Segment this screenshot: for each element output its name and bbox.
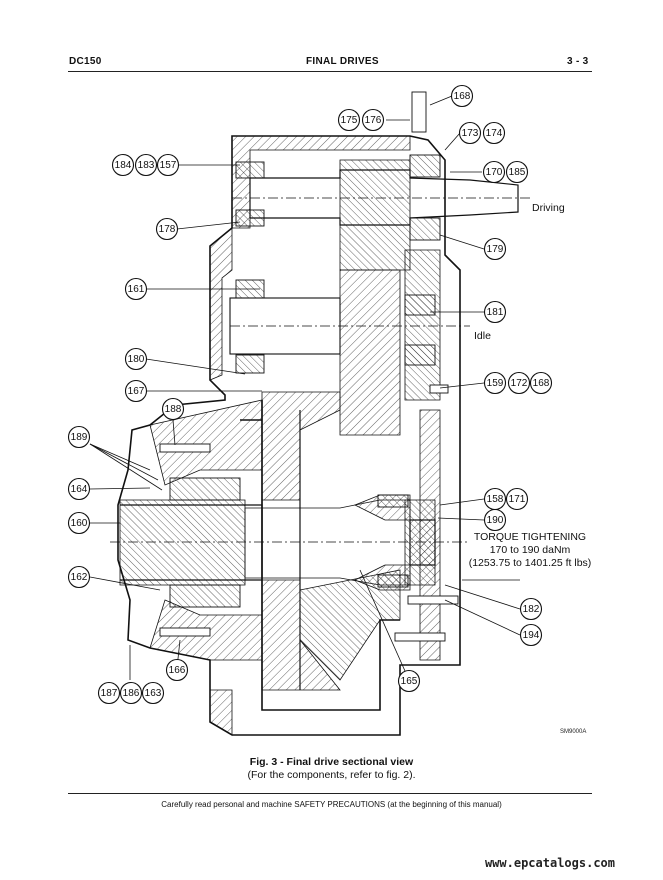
safety-footer: Carefully read personal and machine SAFE… (161, 800, 502, 809)
callout-173: 173 (458, 121, 482, 145)
callout-number: 164 (71, 484, 88, 495)
callout-161: 161 (124, 277, 148, 301)
callout-number: 159 (487, 378, 504, 389)
callout-number: 158 (487, 494, 504, 505)
callout-balloons: 168 175 176 173 174 170 185 184 183 157 178 179 161 1… (67, 84, 553, 705)
bolts (159, 91, 459, 642)
callout-182: 182 (519, 597, 543, 621)
callout-186: 186 (119, 681, 143, 705)
torque-title: TORQUE TIGHTENING (474, 531, 586, 543)
callout-number: 166 (169, 665, 186, 676)
callout-183: 183 (134, 153, 158, 177)
callout-166: 166 (165, 658, 189, 682)
callout-168: 168 (450, 84, 474, 108)
callout-number: 189 (71, 432, 88, 443)
label-idle: Idle (474, 330, 491, 342)
callout-170: 170 (482, 160, 506, 184)
callout-number: 171 (509, 494, 526, 505)
figure-subcaption: (For the components, refer to fig. 2). (247, 769, 416, 781)
callout-190: 190 (483, 508, 507, 532)
leader-lines (89, 95, 521, 681)
callout-163: 163 (141, 681, 165, 705)
callout-number: 194 (523, 630, 540, 641)
callout-194: 194 (519, 623, 543, 647)
callout-165: 165 (397, 669, 421, 693)
callout-number: 186 (123, 688, 140, 699)
output-hub (110, 400, 470, 690)
page-number: 3 - 3 (567, 56, 589, 67)
callout-174: 174 (482, 121, 506, 145)
callout-number: 179 (487, 244, 504, 255)
callout-168: 168 (529, 371, 553, 395)
callout-number: 161 (128, 284, 145, 295)
callout-157: 157 (156, 153, 180, 177)
callout-175: 175 (337, 108, 361, 132)
callout-158: 158 (483, 487, 507, 511)
callout-number: 187 (101, 688, 118, 699)
header-rule (68, 71, 592, 72)
idle-shaft (229, 297, 470, 355)
label-driving: Driving (532, 202, 565, 214)
callout-178: 178 (155, 217, 179, 241)
callout-number: 163 (145, 688, 162, 699)
callout-number: 160 (71, 518, 88, 529)
callout-162: 162 (67, 565, 91, 589)
figure-caption: Fig. 3 - Final drive sectional view (249, 756, 414, 768)
callout-number: 183 (138, 160, 155, 171)
callout-189: 189 (67, 425, 91, 449)
driving-shaft (232, 169, 530, 226)
callout-179: 179 (483, 237, 507, 261)
drawing-code: SM9000A (560, 729, 586, 735)
callout-159: 159 (483, 371, 507, 395)
callout-171: 171 (505, 487, 529, 511)
callout-number: 182 (523, 604, 540, 615)
callout-172: 172 (507, 371, 531, 395)
callout-number: 157 (160, 160, 177, 171)
callout-number: 173 (462, 128, 479, 139)
torque-conversion: (1253.75 to 1401.25 ft lbs) (469, 557, 592, 569)
watermark: www.epcatalogs.com (484, 856, 615, 870)
callout-number: 174 (486, 128, 503, 139)
callout-number: 190 (487, 515, 504, 526)
callout-number: 162 (71, 572, 88, 583)
callout-184: 184 (111, 153, 135, 177)
torque-tightening-note: TORQUE TIGHTENING 170 to 190 daNm (1253.… (469, 531, 592, 569)
callout-number: 184 (115, 160, 132, 171)
callout-164: 164 (67, 477, 91, 501)
callout-180: 180 (124, 347, 148, 371)
callout-160: 160 (67, 511, 91, 535)
callout-number: 170 (486, 167, 503, 178)
callout-188: 188 (161, 397, 185, 421)
callout-number: 178 (159, 224, 176, 235)
callout-number: 185 (509, 167, 526, 178)
callout-number: 165 (401, 676, 418, 687)
callout-number: 168 (533, 378, 550, 389)
callout-number: 176 (365, 115, 382, 126)
callout-185: 185 (505, 160, 529, 184)
callout-number: 167 (128, 386, 145, 397)
callout-number: 175 (341, 115, 358, 126)
section-title: FINAL DRIVES (306, 56, 379, 67)
callout-number: 172 (511, 378, 528, 389)
callout-167: 167 (124, 379, 148, 403)
callout-number: 168 (454, 91, 471, 102)
footer-rule (68, 793, 592, 794)
callout-181: 181 (483, 300, 507, 324)
callout-176: 176 (361, 108, 385, 132)
callout-number: 188 (165, 404, 182, 415)
model-code: DC150 (69, 56, 102, 67)
callout-number: 180 (128, 354, 145, 365)
torque-value: 170 to 190 daNm (490, 544, 571, 556)
callout-number: 181 (487, 307, 504, 318)
callout-187: 187 (97, 681, 121, 705)
